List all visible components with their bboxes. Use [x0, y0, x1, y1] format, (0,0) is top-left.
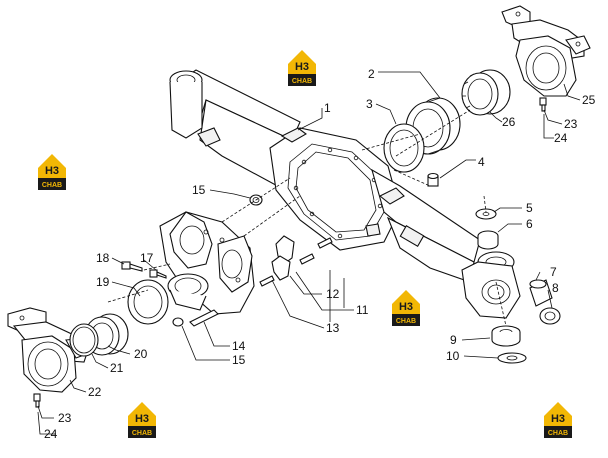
callout-1: 1 — [324, 101, 331, 115]
callout-14: 14 — [232, 339, 246, 353]
bolt-18 — [121, 261, 143, 272]
svg-text:CHAB: CHAB — [132, 430, 152, 437]
assembly-axes — [107, 109, 507, 327]
callout-3: 3 — [366, 97, 373, 111]
callout-22: 22 — [88, 385, 102, 399]
watermark-logo-5: H3 CHAB — [544, 402, 572, 438]
callout-10: 10 — [446, 349, 460, 363]
callout-2: 2 — [368, 67, 375, 81]
svg-text:H3: H3 — [135, 413, 149, 425]
callout-15-upper: 15 — [192, 183, 206, 197]
callout-26: 26 — [502, 115, 516, 129]
svg-text:H3: H3 — [295, 61, 309, 73]
callout-6: 6 — [526, 217, 533, 231]
callout-labels: 1 2 3 4 5 6 7 8 9 10 11 12 13 14 15 15 1… — [44, 67, 596, 441]
bearing-cap-12 — [271, 235, 295, 281]
seal-26 — [461, 69, 511, 116]
callout-24-bottom: 24 — [44, 427, 58, 441]
callout-4: 4 — [478, 155, 485, 169]
callout-24-top: 24 — [554, 131, 568, 145]
pin-14 — [189, 309, 219, 327]
shim-19 — [127, 279, 169, 325]
callout-5: 5 — [526, 201, 533, 215]
callout-15-lower: 15 — [232, 353, 246, 367]
seal-8 — [539, 307, 561, 325]
leader-lines — [37, 71, 581, 435]
grease-fitting-23-24-bottom — [33, 393, 41, 408]
callout-23-top: 23 — [564, 117, 578, 131]
svg-text:CHAB: CHAB — [548, 430, 568, 437]
bracket-25 — [501, 5, 591, 97]
bolt-17 — [149, 269, 167, 279]
callout-11: 11 — [356, 303, 369, 317]
axle-housing — [169, 69, 521, 319]
callout-18: 18 — [96, 251, 110, 265]
bushing-6 — [477, 230, 499, 250]
callout-19: 19 — [96, 275, 110, 289]
callout-9: 9 — [450, 333, 457, 347]
watermark-logo-1: H3 CHAB — [288, 50, 316, 86]
callout-7: 7 — [550, 265, 557, 279]
grease-fitting-23-24-top — [539, 97, 547, 112]
bushing-9 — [491, 325, 521, 347]
callout-12: 12 — [326, 287, 340, 301]
studs — [259, 237, 333, 287]
svg-text:CHAB: CHAB — [292, 78, 312, 85]
svg-text:CHAB: CHAB — [42, 182, 62, 189]
plug-4 — [427, 172, 439, 187]
washer-10 — [497, 352, 527, 364]
watermark-logo-3: H3 CHAB — [392, 290, 420, 326]
callout-13: 13 — [326, 321, 340, 335]
nut-15-lower — [172, 317, 184, 327]
sleeve-7 — [529, 279, 553, 307]
o-ring-20 — [69, 323, 99, 357]
callout-25: 25 — [582, 93, 596, 107]
svg-text:H3: H3 — [551, 413, 565, 425]
watermark-logo-4: H3 CHAB — [128, 402, 156, 438]
callout-20: 20 — [134, 347, 148, 361]
callout-23-bottom: 23 — [58, 411, 72, 425]
svg-text:H3: H3 — [399, 301, 413, 313]
washer-5 — [475, 208, 497, 220]
svg-text:CHAB: CHAB — [396, 318, 416, 325]
differential-carrier — [159, 211, 255, 315]
watermark-logo-2: H3 CHAB — [38, 154, 66, 190]
callout-21: 21 — [110, 361, 124, 375]
shim-ring-3 — [383, 123, 425, 173]
callout-8: 8 — [552, 281, 559, 295]
svg-text:H3: H3 — [45, 165, 59, 177]
callout-17: 17 — [140, 251, 154, 265]
